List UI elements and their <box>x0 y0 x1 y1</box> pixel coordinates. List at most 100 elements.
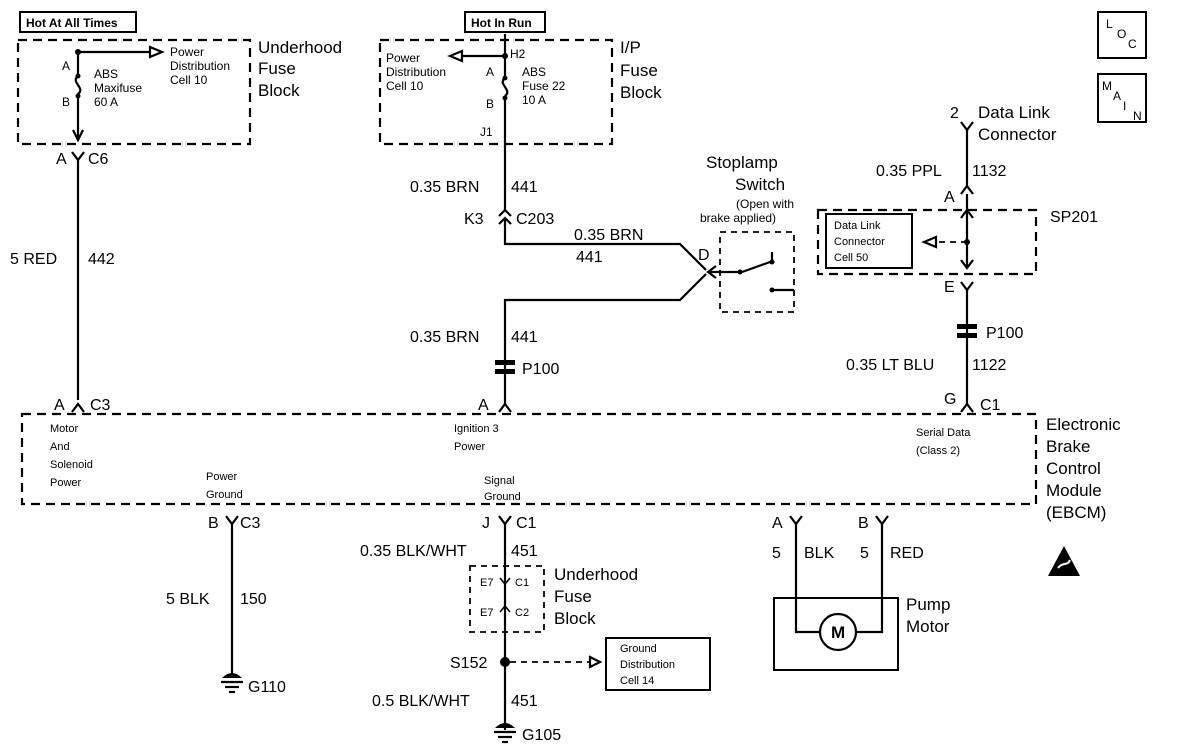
svg-text:Ground: Ground <box>620 643 657 655</box>
svg-text:M: M <box>1102 79 1112 93</box>
svg-text:Ground: Ground <box>206 489 243 501</box>
connector-c3-bottom: B C3 <box>208 515 261 532</box>
svg-text:Underhood: Underhood <box>258 38 342 57</box>
svg-text:0.35 BRN: 0.35 BRN <box>410 329 479 346</box>
svg-text:0.35 BRN: 0.35 BRN <box>410 179 479 196</box>
main-button[interactable]: M A I N <box>1097 73 1147 123</box>
svg-text:C1: C1 <box>515 577 529 589</box>
svg-text:0.35 BRN: 0.35 BRN <box>574 227 643 244</box>
svg-text:Cell 14: Cell 14 <box>620 675 654 687</box>
svg-text:P100: P100 <box>522 361 559 378</box>
svg-text:Switch: Switch <box>735 175 785 194</box>
loc-button[interactable]: L O C <box>1097 11 1147 59</box>
hot-in-run-label: Hot In Run <box>464 11 546 33</box>
svg-text:Block: Block <box>258 81 300 100</box>
svg-text:60 A: 60 A <box>94 95 118 109</box>
svg-text:A: A <box>62 59 70 73</box>
svg-text:Ground: Ground <box>484 491 521 503</box>
splice-p100-right: P100 <box>957 324 1023 342</box>
svg-text:E7: E7 <box>480 577 493 589</box>
wire-441-lower <box>503 273 707 405</box>
svg-text:Ignition 3: Ignition 3 <box>454 423 499 435</box>
svg-text:(Class 2): (Class 2) <box>916 445 960 457</box>
svg-text:A: A <box>486 65 494 79</box>
svg-text:RED: RED <box>890 545 924 562</box>
svg-text:Pump: Pump <box>906 595 950 614</box>
svg-text:J1: J1 <box>480 125 493 139</box>
svg-text:Motor: Motor <box>50 423 78 435</box>
svg-text:SP201: SP201 <box>1050 209 1098 226</box>
svg-text:Block: Block <box>554 609 596 628</box>
svg-text:C3: C3 <box>90 397 111 414</box>
svg-text:Fuse 22: Fuse 22 <box>522 79 566 93</box>
pump-motor: M Pump Motor <box>773 524 950 671</box>
wire-442-gauge: 5 RED <box>10 251 57 268</box>
svg-text:A: A <box>944 189 955 206</box>
svg-text:Signal: Signal <box>484 475 515 487</box>
svg-text:5: 5 <box>772 545 781 562</box>
svg-text:G110: G110 <box>248 679 286 696</box>
svg-text:A: A <box>772 515 783 532</box>
svg-text:Maxifuse: Maxifuse <box>94 81 142 95</box>
connector-c3-top: A C3 <box>54 397 111 414</box>
connector-c203: K3 C203 <box>464 208 554 228</box>
svg-text:BLK: BLK <box>804 545 835 562</box>
svg-text:0.35 LT BLU: 0.35 LT BLU <box>846 357 934 374</box>
svg-text:441: 441 <box>511 329 538 346</box>
hot-at-all-times-text: Hot At All Times <box>26 16 118 30</box>
svg-text:Distribution: Distribution <box>170 59 230 73</box>
wire-441-to-switch <box>503 218 707 271</box>
svg-text:Underhood: Underhood <box>554 565 638 584</box>
svg-text:A: A <box>54 397 65 414</box>
svg-text:G105: G105 <box>522 727 561 744</box>
svg-text:O: O <box>1117 27 1126 41</box>
svg-text:B: B <box>62 95 70 109</box>
ebcm-module: Electronic Brake Control Module (EBCM) M… <box>20 412 1121 522</box>
svg-text:ABS: ABS <box>94 67 118 81</box>
wire-442-circuit: 442 <box>88 251 115 268</box>
svg-text:2: 2 <box>950 105 959 122</box>
svg-text:A: A <box>1113 89 1121 103</box>
ground-g105: G105 <box>494 723 561 744</box>
svg-text:E: E <box>944 279 955 296</box>
svg-text:(Open with: (Open with <box>736 197 794 211</box>
svg-text:B: B <box>208 515 219 532</box>
svg-text:Module: Module <box>1046 481 1102 500</box>
svg-text:C1: C1 <box>516 515 537 532</box>
svg-text:441: 441 <box>511 179 538 196</box>
svg-text:Block: Block <box>620 83 662 102</box>
svg-text:1132: 1132 <box>972 163 1007 180</box>
data-link-connector: 2 Data Link Connector <box>950 103 1057 144</box>
svg-text:brake applied): brake applied) <box>700 211 776 225</box>
svg-text:N: N <box>1133 109 1142 123</box>
svg-text:Stoplamp: Stoplamp <box>706 153 778 172</box>
svg-text:Distribution: Distribution <box>386 65 446 79</box>
ground-distribution-ref: Ground Distribution Cell 14 <box>605 637 711 691</box>
svg-text:E7: E7 <box>480 607 493 619</box>
svg-text:C: C <box>1128 37 1137 51</box>
svg-text:Cell 10: Cell 10 <box>170 73 208 87</box>
svg-text:Fuse: Fuse <box>258 59 296 78</box>
svg-text:D: D <box>698 247 710 264</box>
svg-text:C6: C6 <box>88 151 109 168</box>
hot-in-run-text: Hot In Run <box>471 16 532 30</box>
svg-text:0.35 PPL: 0.35 PPL <box>876 163 942 180</box>
splice-p100-left: P100 <box>495 360 559 378</box>
splice-sp201: SP201 Data Link Connector Cell 50 <box>816 194 1098 276</box>
svg-text:M: M <box>831 623 845 642</box>
svg-text:I: I <box>1123 99 1126 113</box>
underhood-fuse-block-bottom: Underhood Fuse Block E7 C1 E7 C2 <box>469 565 638 633</box>
svg-text:L: L <box>1106 17 1113 31</box>
svg-text:(EBCM): (EBCM) <box>1046 503 1106 522</box>
connector-c1-serial: G C1 <box>944 391 1001 414</box>
svg-text:Data Link: Data Link <box>834 220 881 232</box>
pump-connectors: A B 5 BLK 5 RED <box>772 515 924 562</box>
svg-text:Distribution: Distribution <box>620 659 675 671</box>
svg-text:And: And <box>50 441 70 453</box>
svg-text:Data Link: Data Link <box>978 103 1050 122</box>
svg-text:Electronic: Electronic <box>1046 415 1121 434</box>
svg-text:C2: C2 <box>515 607 529 619</box>
svg-text:1122: 1122 <box>972 357 1007 374</box>
svg-text:Fuse: Fuse <box>554 587 592 606</box>
svg-text:Fuse: Fuse <box>620 61 658 80</box>
